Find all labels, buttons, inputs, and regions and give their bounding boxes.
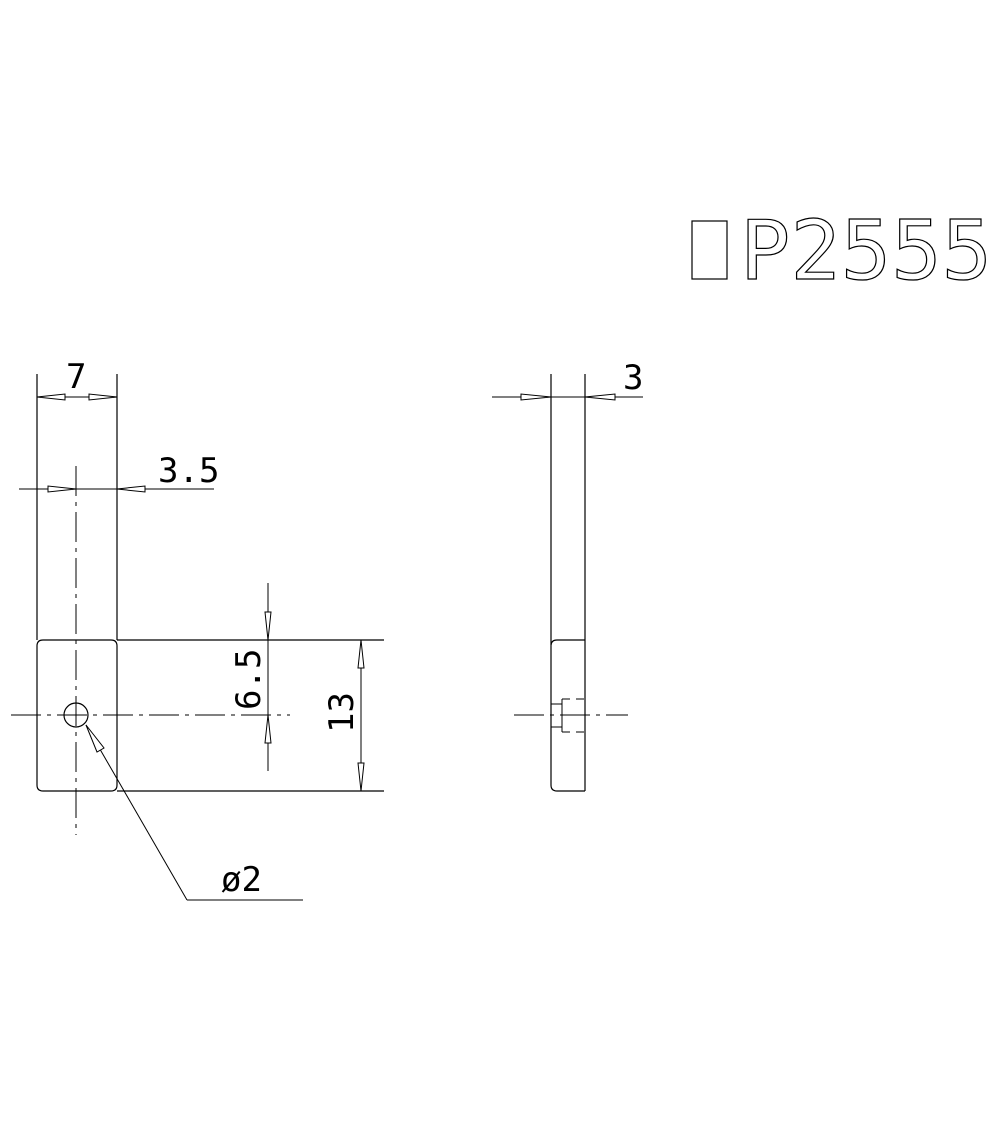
dim-width: 7 — [36, 357, 118, 401]
drawing-title-group: P2555 — [691, 203, 993, 300]
dim-hole-diameter-label: ø2 — [221, 860, 262, 900]
dim-width-label: 7 — [66, 357, 86, 397]
dim-center-offset: 3.5 — [19, 451, 219, 493]
drawing-title: P2555 — [740, 204, 992, 299]
hole — [63, 702, 89, 728]
dim-thickness: 3 — [492, 358, 643, 401]
base-outline — [36, 639, 118, 792]
dim-hole-diameter: ø2 — [85, 724, 303, 901]
title-box-glyph — [691, 220, 728, 280]
dim-center-offset-label: 3.5 — [158, 451, 219, 491]
dim-height-label: 13 — [322, 692, 362, 733]
dim-half-height-label: 6.5 — [229, 649, 269, 710]
dim-thickness-label: 3 — [623, 358, 643, 398]
dim-height: 13 — [322, 639, 365, 792]
dim-half-height: 6.5 — [229, 583, 272, 771]
front-view — [11, 374, 384, 835]
side-view — [514, 374, 628, 792]
